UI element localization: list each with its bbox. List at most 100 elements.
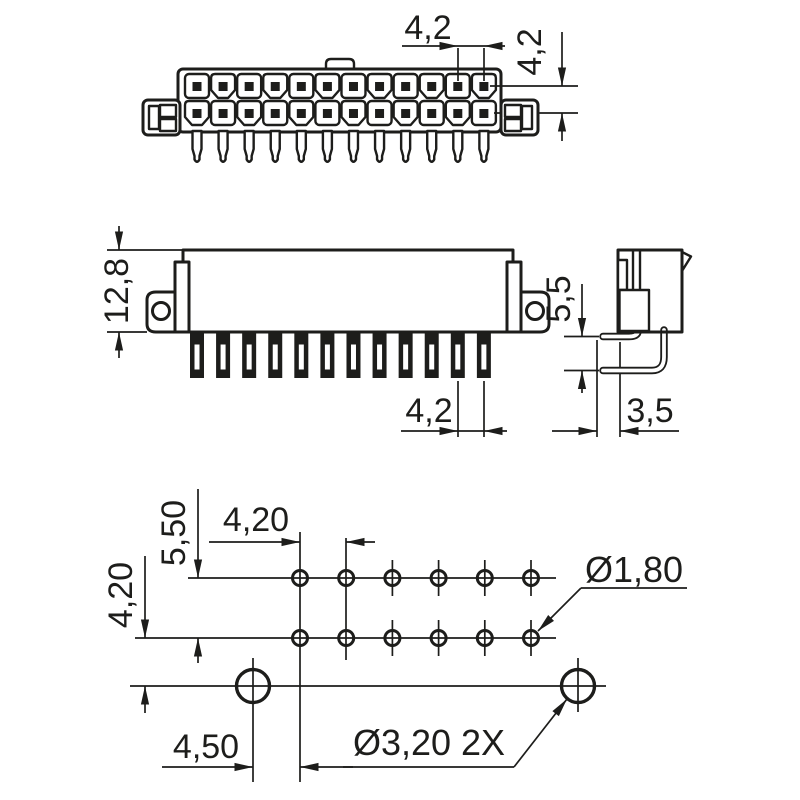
pin-contact bbox=[322, 82, 332, 91]
pin-contact bbox=[375, 109, 385, 118]
pin-contact bbox=[401, 82, 411, 91]
solder-pin-tip bbox=[191, 129, 203, 163]
mount-hole bbox=[234, 667, 272, 705]
pin-contact bbox=[427, 82, 437, 91]
pin-contact bbox=[401, 109, 411, 118]
pin-hole bbox=[522, 569, 540, 587]
solder-pin-tip bbox=[321, 129, 334, 163]
pin-slot bbox=[377, 344, 383, 370]
solder-pin-tip bbox=[426, 129, 438, 163]
solder-pin-tip bbox=[399, 129, 412, 163]
leader-pin-hole-dia: Ø1,80 bbox=[537, 549, 687, 632]
left-peg-hole bbox=[151, 301, 171, 321]
solder-pin-tip bbox=[269, 129, 281, 163]
pin-slot bbox=[194, 344, 200, 370]
pin-hole bbox=[475, 569, 494, 587]
pin-contact bbox=[192, 82, 202, 91]
dim-label-fp-pitch: 4,20 bbox=[223, 501, 289, 539]
pin-contact bbox=[348, 109, 358, 118]
dim-label-top-pitch: 4,2 bbox=[404, 9, 451, 47]
pin-contact bbox=[322, 109, 332, 118]
pin-contact bbox=[479, 82, 489, 91]
cavity-grid bbox=[183, 72, 498, 127]
pin-hole-grid bbox=[291, 560, 540, 656]
right-peg-hole bbox=[525, 301, 545, 321]
right-flange bbox=[499, 98, 540, 137]
pin-contact bbox=[479, 109, 489, 118]
pin-slot bbox=[298, 344, 304, 370]
pin-contact bbox=[270, 82, 280, 91]
dim-label-fp-row-spacing: 5,50 bbox=[155, 500, 193, 566]
pin-slot bbox=[350, 344, 356, 370]
dim-label-top-row-spacing: 4,2 bbox=[511, 28, 549, 75]
mount-hole bbox=[559, 667, 597, 705]
left-post bbox=[173, 260, 191, 334]
dim-top-pitch: 4,2 bbox=[402, 9, 505, 81]
pin-slot bbox=[272, 344, 278, 370]
solder-pins bbox=[190, 332, 491, 378]
pin-contact bbox=[427, 109, 437, 118]
pin-slot bbox=[403, 344, 409, 370]
label-pin-hole-dia: Ø1,80 bbox=[585, 549, 683, 590]
dim-label-side-row-spacing: 5,5 bbox=[540, 275, 578, 322]
pin-contact bbox=[270, 109, 280, 118]
solder-pin-tip bbox=[452, 129, 464, 163]
pin-hole bbox=[475, 629, 494, 647]
housing-front bbox=[181, 248, 515, 334]
base-block bbox=[618, 288, 651, 333]
dim-top-row-spacing: 4,2 bbox=[511, 28, 567, 141]
pin-hole bbox=[522, 629, 540, 647]
pin-contact bbox=[218, 109, 228, 118]
left-flange bbox=[141, 98, 182, 137]
dim-front-pitch: 4,2 bbox=[401, 381, 507, 437]
solder-pin-tip bbox=[478, 129, 490, 163]
pin-contact bbox=[453, 109, 463, 118]
solder-pin-tip bbox=[217, 129, 229, 163]
pin-hole bbox=[337, 629, 356, 647]
pin-contact bbox=[244, 82, 254, 91]
dim-side-row-spacing: 5,5 bbox=[540, 275, 599, 393]
pin-slot bbox=[455, 344, 461, 370]
solder-pin-tip bbox=[373, 129, 386, 163]
pin-hole bbox=[429, 569, 448, 587]
latch bbox=[680, 250, 693, 272]
pin-contact bbox=[348, 82, 358, 91]
pin-hole bbox=[383, 569, 402, 587]
dim-side-pin-offset: 3,5 bbox=[552, 392, 679, 436]
mount-holes bbox=[234, 667, 597, 705]
pin-contact bbox=[375, 82, 385, 91]
dim-label-front-pitch: 4,2 bbox=[405, 392, 452, 430]
side-view: 5,5 3,5 bbox=[540, 248, 693, 437]
pin-slot bbox=[324, 344, 330, 370]
dim-fp-pitch: 4,20 bbox=[209, 501, 375, 547]
pin-contact bbox=[296, 82, 306, 91]
pin-hole bbox=[291, 569, 309, 587]
pin-contact bbox=[244, 109, 254, 118]
bent-pins bbox=[599, 326, 668, 375]
pin-contact bbox=[296, 109, 306, 118]
pin-slot bbox=[220, 344, 226, 370]
top-view: 4,2 4,2 bbox=[141, 9, 578, 163]
pin-slot bbox=[246, 344, 252, 370]
solder-pin-tip bbox=[347, 129, 360, 163]
dim-fp-row-spacing: 5,50 bbox=[155, 489, 203, 663]
pin-contact bbox=[453, 82, 463, 91]
pin-hole bbox=[383, 629, 402, 647]
pin-contact bbox=[192, 109, 202, 118]
pin-row bbox=[191, 129, 490, 163]
dim-label-fp-mount-x: 4,50 bbox=[173, 728, 239, 766]
right-post bbox=[505, 260, 523, 334]
pin-hole bbox=[291, 629, 309, 647]
leader-mount-hole-dia: Ø3,20 2X bbox=[343, 698, 568, 768]
blade-contact bbox=[616, 258, 629, 292]
solder-pin-tip bbox=[295, 129, 308, 163]
dim-fp-mount-offset: 4,20 bbox=[102, 556, 150, 713]
label-mount-hole-dia: Ø3,20 2X bbox=[353, 722, 505, 763]
footprint-view: 4,20 5,50 4,20 4,50 Ø1,80 bbox=[102, 489, 687, 782]
pin-hole bbox=[429, 629, 448, 647]
pin-contact bbox=[218, 82, 228, 91]
dim-fp-mount-x: 4,50 bbox=[162, 728, 353, 772]
pin-slot bbox=[429, 344, 435, 370]
